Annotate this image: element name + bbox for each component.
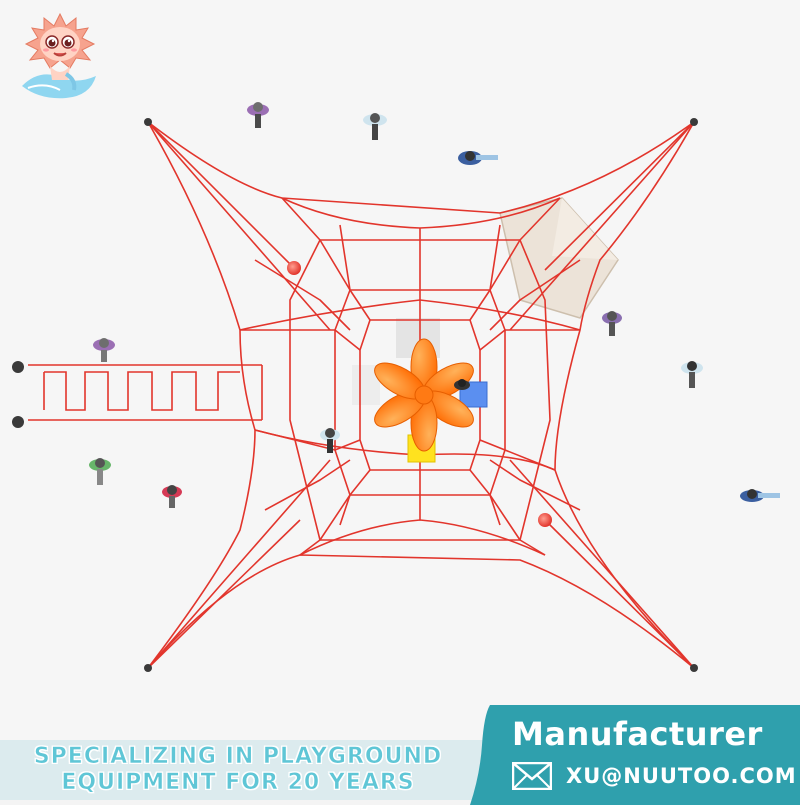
playground-net-top-view	[12, 102, 780, 672]
sea-creature-mascot-icon	[22, 12, 96, 99]
tagline-line-2: EQUIPMENT FOR 20 YEARS	[61, 770, 415, 796]
person	[363, 113, 387, 140]
shade-canopy-highlight	[552, 198, 618, 260]
people	[89, 102, 780, 508]
mail-icon	[512, 762, 552, 790]
person	[602, 311, 622, 336]
anchor-posts	[12, 118, 698, 672]
person	[454, 379, 470, 390]
rope-ladder-bridge	[43, 371, 240, 411]
person	[247, 102, 269, 128]
email-address[interactable]: XU@NUUTOO.COM	[566, 764, 797, 788]
email-contact[interactable]: XU@NUUTOO.COM	[512, 760, 797, 792]
person	[681, 361, 703, 388]
rope-ball	[538, 513, 552, 527]
rope-ball	[287, 261, 301, 275]
rope-frame	[28, 121, 695, 669]
person	[740, 489, 780, 502]
person	[458, 151, 498, 165]
tagline-line-1: SPECIALIZING IN PLAYGROUND	[33, 744, 443, 770]
manufacturer-label: Manufacturer	[512, 715, 763, 753]
person	[320, 428, 340, 453]
person	[162, 485, 182, 508]
contact-panel	[470, 705, 800, 805]
orange-flower-canopy	[374, 338, 474, 452]
person	[93, 338, 115, 362]
person	[89, 458, 111, 485]
